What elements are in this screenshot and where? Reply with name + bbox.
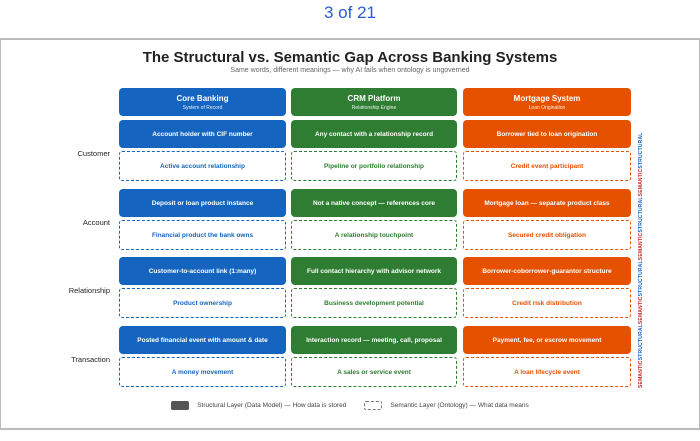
structural-cell: Not a native concept — references core — [291, 189, 457, 217]
layer-side-labels: SEMANTICSTRUCTURALSEMANTICSTRUCTURALSEMA… — [638, 118, 646, 388]
semantic-cell: Credit event participant — [463, 151, 631, 181]
semantic-cell: Financial product the bank owns — [119, 220, 286, 250]
side-label: SEMANTIC — [638, 232, 644, 261]
system-role: Loan Origination — [528, 104, 566, 111]
structural-cell: Mortgage loan — separate product class — [463, 189, 631, 217]
structural-cell: Full contact hierarchy with advisor netw… — [291, 257, 457, 285]
structural-swatch — [171, 401, 190, 410]
semantic-cell: A money movement — [119, 357, 286, 387]
system-name: Core Banking — [176, 93, 229, 103]
structural-cell: Posted financial event with amount & dat… — [119, 326, 286, 354]
structural-cell: Any contact with a relationship record — [291, 120, 457, 148]
legend: Structural Layer (Data Model) — How data… — [0, 401, 700, 410]
semantic-swatch — [364, 401, 383, 410]
semantic-cell: Secured credit obligation — [463, 220, 631, 250]
semantic-cell: A relationship touchpoint — [291, 220, 457, 250]
diagram-subtitle: Same words, different meanings — why AI … — [230, 67, 470, 74]
side-label: STRUCTURAL — [638, 132, 644, 169]
side-label: SEMANTIC — [638, 296, 644, 325]
system-role: Relationship Engine — [351, 104, 397, 111]
structural-cell: Borrower tied to loan origination — [463, 120, 631, 148]
page-counter: 3 of 21 — [324, 3, 376, 22]
semantic-cell: Active account relationship — [119, 151, 286, 181]
side-label: STRUCTURAL — [638, 196, 644, 233]
semantic-cell: Business development potential — [291, 288, 457, 318]
legend-structural: Structural Layer (Data Model) — How data… — [197, 402, 347, 409]
semantic-cell: Credit risk distribution — [463, 288, 631, 318]
side-label: STRUCTURAL — [638, 324, 644, 361]
system-name: Mortgage System — [513, 93, 581, 103]
side-label: SEMANTIC — [638, 360, 644, 388]
side-label: SEMANTIC — [638, 168, 644, 197]
system-name: CRM Platform — [347, 93, 401, 103]
structural-cell: Customer-to-account link (1:many) — [119, 257, 286, 285]
system-role: System of Record — [182, 104, 223, 111]
row-label: Relationship — [68, 286, 110, 295]
row-label: Transaction — [71, 355, 110, 364]
semantic-cell: Product ownership — [119, 288, 286, 318]
structural-cell: Account holder with CIF number — [119, 120, 286, 148]
semantic-cell: Pipeline or portfolio relationship — [291, 151, 457, 181]
structural-cell: Deposit or loan product instance — [119, 189, 286, 217]
row-label: Account — [82, 218, 110, 227]
semantic-cell: A sales or service event — [291, 357, 457, 387]
structural-cell: Borrower-coborrower-guarantor structure — [463, 257, 631, 285]
row-label: Customer — [77, 149, 110, 158]
structural-cell: Payment, fee, or escrow movement — [463, 326, 631, 354]
structural-cell: Interaction record — meeting, call, prop… — [291, 326, 457, 354]
legend-semantic: Semantic Layer (Ontology) — What data me… — [390, 402, 529, 409]
diagram-title: The Structural vs. Semantic Gap Across B… — [142, 49, 558, 66]
side-label: STRUCTURAL — [638, 260, 644, 297]
semantic-cell: A loan lifecycle event — [463, 357, 631, 387]
